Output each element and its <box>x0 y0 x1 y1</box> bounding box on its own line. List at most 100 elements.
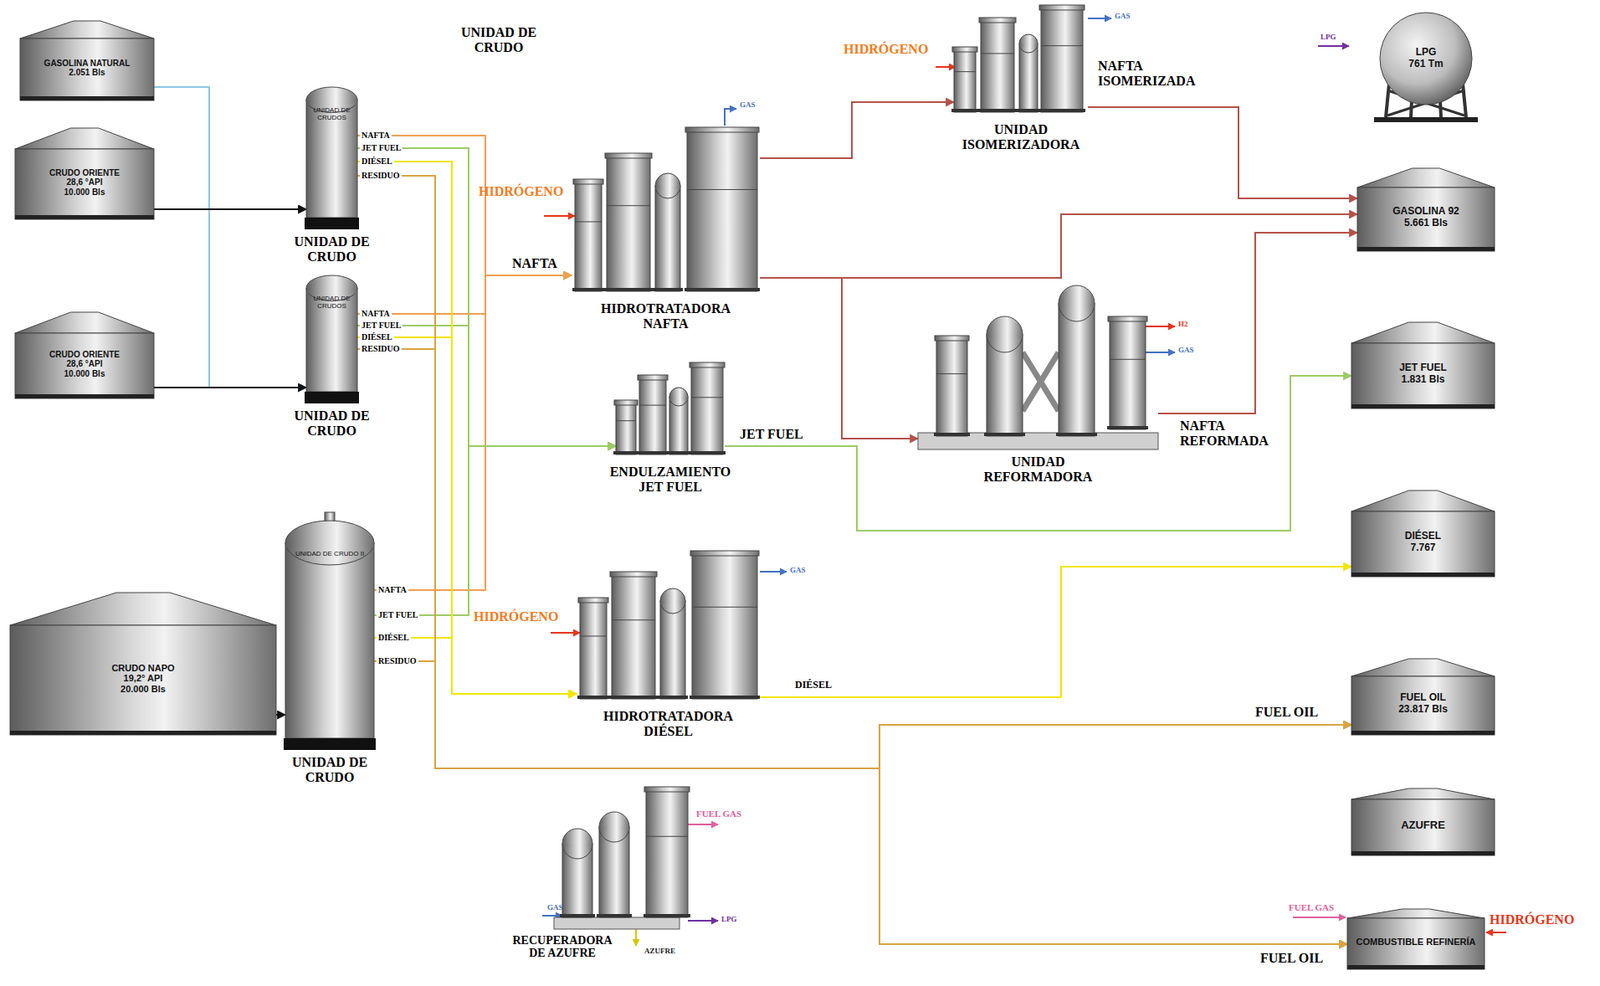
storage-tank: FUEL OIL23.817 Bls <box>1351 657 1495 735</box>
vessel <box>1109 319 1146 430</box>
node-body: AZUFRE <box>1351 800 1495 851</box>
vessel-dome <box>655 173 681 199</box>
node-text: 761 Tm <box>1408 58 1443 71</box>
vessel-dome <box>669 387 688 406</box>
flow-line <box>759 277 918 439</box>
vessel-foot <box>666 451 691 455</box>
unit-caption: HIDROTRATADORA NAFTA <box>592 301 739 331</box>
flow-line <box>276 713 286 716</box>
node-text: 7.767 <box>1410 542 1436 554</box>
unit-caption: ENDULZAMIENTO JET FUEL <box>597 464 744 494</box>
gas-vent <box>759 570 787 573</box>
vessel-foot <box>689 695 760 699</box>
node-text: GASOLINA 92 <box>1392 205 1460 218</box>
node-body: GASOLINA NATURAL2.051 Bls <box>20 40 154 96</box>
flow-line <box>374 637 577 694</box>
flow-line <box>374 275 572 590</box>
storage-tank: COMBUSTIBLE REFINERÍA <box>1347 907 1485 970</box>
flow-line <box>759 566 1352 698</box>
tank-roof <box>1357 168 1495 188</box>
caption-box: ENDULZAMIENTO JET FUEL <box>597 464 744 494</box>
vessel-dome <box>599 811 630 842</box>
label-box: NAFTA <box>512 256 558 272</box>
tank-shell <box>10 625 277 735</box>
process-unit: RECUPERADORA DE AZUFRE <box>545 786 715 929</box>
vessel-seam <box>980 52 1015 54</box>
stream-label: RESIDUO <box>359 170 402 180</box>
fuel-gas-out <box>687 823 718 826</box>
node-body: COMBUSTIBLE REFINERÍA <box>1347 919 1485 965</box>
vessel-foot <box>613 451 639 455</box>
stream-label: NAFTA <box>359 130 392 140</box>
vessel-flange <box>979 17 1016 23</box>
node-body: CRUDO ORIENTE28,6 °API10.000 Bls <box>15 334 154 394</box>
storage-tank: CRUDO ORIENTE28,6 °API10.000 Bls <box>15 127 154 220</box>
vessel-flange <box>637 374 668 380</box>
storage-tank: JET FUEL1.831 Bls <box>1351 321 1495 409</box>
gas-vent <box>1087 17 1112 20</box>
vessel <box>987 334 1023 339</box>
column-skirt <box>304 391 359 404</box>
hydrogen-feed <box>1486 931 1507 934</box>
lpg-out <box>687 919 718 922</box>
flow-line <box>153 386 307 389</box>
vessel-flange <box>685 127 759 133</box>
hydrogen-feed <box>935 66 956 68</box>
caption-box: UNIDAD DE CRUDO <box>283 754 376 785</box>
stream-label: NAFTA <box>359 308 392 318</box>
vessel-foot <box>951 108 979 113</box>
unit-caption: HIDROTRATADORA DIÉSEL <box>594 708 742 739</box>
shape-outline <box>576 550 760 704</box>
vessel-dome <box>660 588 686 614</box>
node-text: UNIDAD DE CRUDO II <box>295 549 365 558</box>
node-text: 20.000 Bls <box>120 683 166 695</box>
flow-label: NAFTA REFORMADA <box>1179 418 1298 448</box>
vessel-flange <box>934 335 970 341</box>
flow-line <box>1158 232 1358 414</box>
vessel-flange <box>644 786 690 792</box>
node-body: JET FUEL1.831 Bls <box>1351 344 1495 404</box>
flow-line <box>357 161 577 694</box>
vessel-dome <box>1058 285 1095 322</box>
vessel-flange <box>952 46 978 52</box>
fuel-gas-label: FUEL GAS <box>696 808 742 819</box>
tank-shell <box>20 38 154 101</box>
vessel <box>980 20 1015 113</box>
vessel <box>611 574 656 699</box>
flow-line <box>153 87 307 210</box>
label-box: DIÉSEL <box>794 679 832 691</box>
node-body: CRUDO NAPO19,2° API20.000 Bls <box>10 626 277 730</box>
flow-line <box>153 208 307 211</box>
node-text: 28,6 °API <box>66 358 103 370</box>
label-box: RESIDUO <box>359 170 402 180</box>
node-text: UNIDAD DE CRUDOS <box>309 106 354 122</box>
label-box: DIÉSEL <box>359 332 395 342</box>
tank-roof <box>20 20 154 39</box>
column-shell <box>286 543 375 549</box>
flow-label: JET FUEL <box>739 426 804 442</box>
label-box: UNIDAD DE CRUDO <box>448 25 549 55</box>
column-skirt <box>283 738 376 750</box>
label-box: AZUFRE <box>644 947 676 956</box>
vessel <box>615 403 636 455</box>
vessel <box>579 600 607 699</box>
tank-shell <box>1351 799 1495 856</box>
label-box: JET FUEL <box>359 143 403 153</box>
vessel-foot <box>1107 425 1149 430</box>
gas-feed <box>542 914 563 917</box>
sphere-shell <box>1379 12 1472 105</box>
unit-caption: UNIDAD DE CRUDO <box>286 408 379 438</box>
node-body <box>615 362 725 460</box>
tank-base <box>1351 572 1495 577</box>
vessel-foot <box>933 432 970 436</box>
vessel-foot <box>596 913 632 918</box>
lpg-sphere: LPG761 Tm <box>1351 10 1501 123</box>
vessel <box>655 185 681 292</box>
vessel-foot <box>657 695 688 699</box>
vessel <box>953 50 976 113</box>
column-shell <box>306 99 358 218</box>
caption-box: UNIDAD ISOMERIZADORA <box>948 122 1095 152</box>
vessel <box>691 365 724 455</box>
vessel <box>1058 303 1095 437</box>
tank-base <box>1351 851 1495 856</box>
